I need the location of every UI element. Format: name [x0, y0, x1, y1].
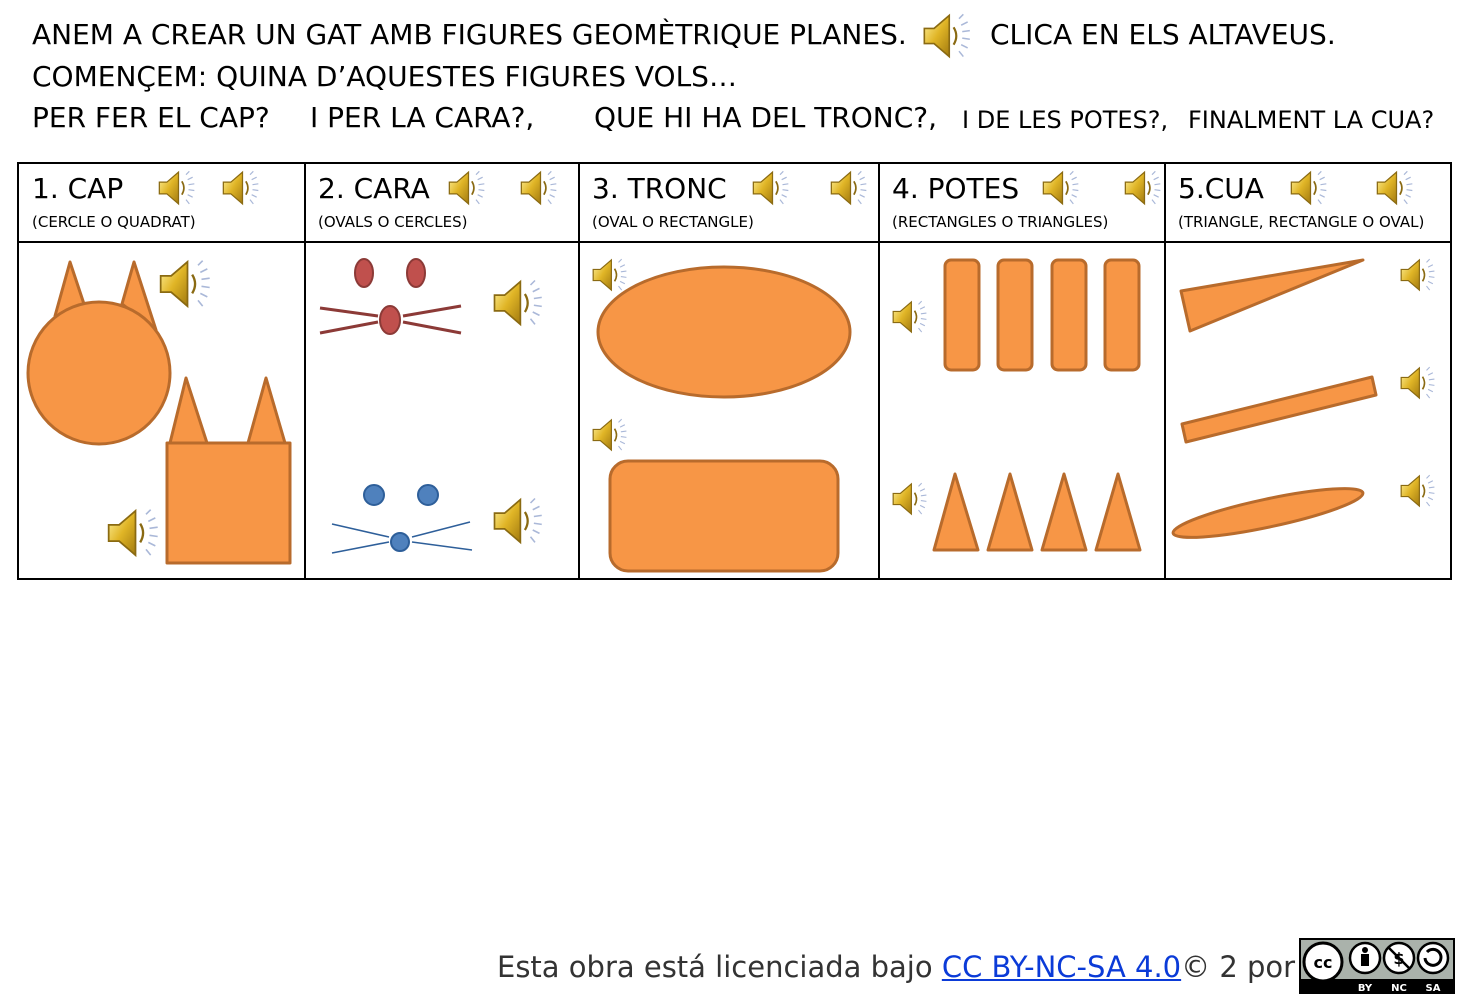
tail-triangle: [1179, 258, 1365, 333]
question-face: I PER LA CARA?,: [310, 101, 535, 134]
blue-face: [331, 484, 473, 554]
column-title-cara: 2. CARA: [318, 172, 430, 205]
license-link[interactable]: CC BY-NC-SA 4.0: [941, 950, 1182, 984]
speaker-icon[interactable]: [104, 505, 160, 561]
column-subtitle-tronc: (OVAL O RECTANGLE): [592, 213, 754, 231]
question-legs: I DE LES POTES?,: [962, 106, 1169, 134]
square-head: [165, 441, 292, 565]
speaker-icon[interactable]: [490, 276, 544, 330]
red-face: [319, 258, 462, 335]
cc-text: cc: [1314, 953, 1333, 972]
leg-triangle: [932, 472, 980, 552]
leg-triangle: [1040, 472, 1088, 552]
shapes-table: [17, 162, 1452, 580]
instruction-line-1b: CLICA EN ELS ALTAVEUS.: [990, 18, 1336, 51]
speaker-icon[interactable]: [1398, 472, 1436, 510]
circle-head: [26, 300, 172, 446]
question-trunk: QUE HI HA DEL TRONC?,: [594, 101, 938, 134]
column-subtitle-cua: (TRIANGLE, RECTANGLE O OVAL): [1178, 213, 1425, 231]
question-tail: FINALMENT LA CUA?: [1188, 106, 1435, 134]
square-ear-right: [246, 376, 287, 445]
question-head: PER FER EL CAP?: [32, 101, 270, 134]
cc-license-badge[interactable]: cc $ BY NC SA: [1299, 938, 1455, 994]
instruction-line-1: ANEM A CREAR UN GAT AMB FIGURES GEOMÈTRI…: [32, 18, 907, 51]
speaker-icon[interactable]: [590, 416, 628, 454]
column-title-tronc: 3. TRONC: [592, 172, 727, 205]
leg-rect: [1050, 258, 1088, 372]
oval-trunk: [596, 265, 852, 399]
speaker-icon[interactable]: [890, 298, 928, 336]
license-footer: Esta obra está licenciada bajo CC BY-NC-…: [497, 950, 1327, 984]
cc-sa: SA: [1426, 983, 1441, 994]
leg-rect: [943, 258, 981, 372]
license-text: Esta obra está licenciada bajo: [497, 950, 942, 984]
speaker-icon[interactable]: [890, 480, 928, 518]
speaker-icon[interactable]: [1398, 364, 1436, 402]
instruction-text: ANEM A CREAR UN GAT AMB FIGURES GEOMÈTRI…: [32, 18, 907, 51]
speaker-icon[interactable]: [156, 256, 212, 312]
instruction-line-2: COMENÇEM: QUINA D’AQUESTES FIGURES VOLS…: [32, 60, 737, 93]
column-title-cap: 1. CAP: [32, 172, 124, 205]
cc-by: BY: [1358, 983, 1373, 994]
shapes-canvas: [26, 258, 1378, 573]
leg-triangle: [1094, 472, 1142, 552]
leg-rect: [1103, 258, 1141, 372]
column-subtitle-cap: (CERCLE O QUADRAT): [32, 213, 196, 231]
rectangle-trunk: [608, 459, 840, 573]
tail-oval: [1171, 487, 1365, 539]
column-subtitle-cara: (OVALS O CERCLES): [318, 213, 468, 231]
leg-triangle: [986, 472, 1034, 552]
tail-rectangle: [1180, 375, 1378, 444]
speaker-icon[interactable]: [1398, 256, 1436, 294]
cc-nc: NC: [1391, 983, 1407, 994]
column-subtitle-potes: (RECTANGLES O TRIANGLES): [892, 213, 1109, 231]
leg-rect: [996, 258, 1034, 372]
square-ear-left: [168, 376, 209, 445]
speaker-icon[interactable]: [590, 256, 628, 294]
column-title-cua: 5.CUA: [1178, 172, 1264, 205]
column-title-potes: 4. POTES: [892, 172, 1020, 205]
speaker-icon[interactable]: [490, 494, 544, 548]
